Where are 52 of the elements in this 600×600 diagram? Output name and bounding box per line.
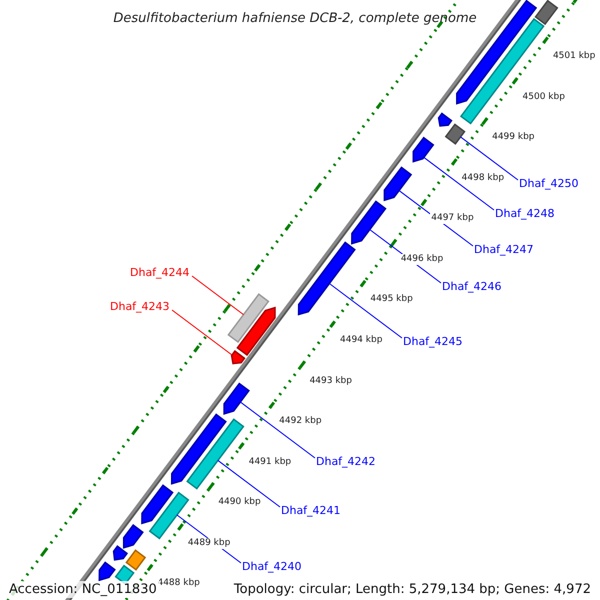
- gene-feature: [98, 561, 116, 582]
- gene-feature: [444, 123, 466, 145]
- leader-line: [240, 402, 316, 458]
- gene-feature: [438, 112, 453, 127]
- leader-line: [423, 156, 494, 210]
- gene-label: Dhaf_4243: [110, 300, 170, 312]
- leader-line: [217, 460, 280, 508]
- gene-feature: [170, 413, 227, 485]
- coordinate-label: 4491 kbp: [248, 456, 292, 468]
- gene-feature: [534, 0, 558, 26]
- gene-feature: [141, 484, 174, 524]
- gene-label: Dhaf_4246: [442, 280, 502, 292]
- leader-line: [172, 310, 232, 356]
- leader-line: [328, 283, 402, 338]
- coordinate-label: 4499 kbp: [491, 132, 536, 144]
- gene-feature: [298, 241, 356, 316]
- gene-label: Dhaf_4242: [316, 456, 376, 466]
- gene-label: Dhaf_4248: [495, 208, 555, 218]
- gene-feature: [186, 418, 244, 490]
- gene-feature: [125, 549, 146, 571]
- info-text: Accession: NC_011830: [6, 581, 160, 598]
- gene-label: Dhaf_4250: [519, 178, 579, 188]
- coordinate-label: 4495 kbp: [369, 294, 414, 306]
- gene-feature: [112, 545, 128, 561]
- gene-feature: [227, 293, 270, 344]
- coordinate-label: 4496 kbp: [400, 254, 444, 265]
- coordinate-label: 4500 kbp: [522, 92, 566, 103]
- gene-feature: [223, 382, 250, 415]
- coordinate-label: 4490 kbp: [217, 497, 262, 508]
- gene-feature: [236, 306, 276, 356]
- coordinate-label: 4489 kbp: [186, 538, 232, 549]
- leader-line: [460, 136, 518, 180]
- gene-feature: [230, 350, 246, 364]
- coordinate-label: 4488 kbp: [156, 578, 201, 590]
- coordinate-label: 4498 kbp: [460, 172, 506, 184]
- coordinate-label: 4494 kbp: [339, 335, 384, 346]
- gene-feature: [412, 136, 434, 163]
- gene-feature: [122, 524, 144, 549]
- gene-label: Dhaf_4247: [474, 244, 534, 254]
- gene-label: Dhaf_4241: [281, 504, 341, 516]
- gene-label: Dhaf_4245: [403, 336, 463, 346]
- coordinate-label: 4497 kbp: [430, 213, 475, 224]
- title: Desulfitobacterium hafniense DCB-2, complete genome: [112, 12, 478, 25]
- gene-label: Dhaf_4244: [130, 266, 190, 278]
- coordinate-label: 4501 kbp: [552, 51, 596, 62]
- leader-line: [192, 276, 244, 316]
- coordinate-label: 4492 kbp: [278, 416, 323, 428]
- gene-feature: [351, 200, 387, 245]
- gene-label: Dhaf_4240: [242, 560, 302, 572]
- gene-feature: [148, 492, 190, 540]
- coordinate-label: 4493 kbp: [308, 376, 353, 387]
- gene-feature: [384, 166, 412, 202]
